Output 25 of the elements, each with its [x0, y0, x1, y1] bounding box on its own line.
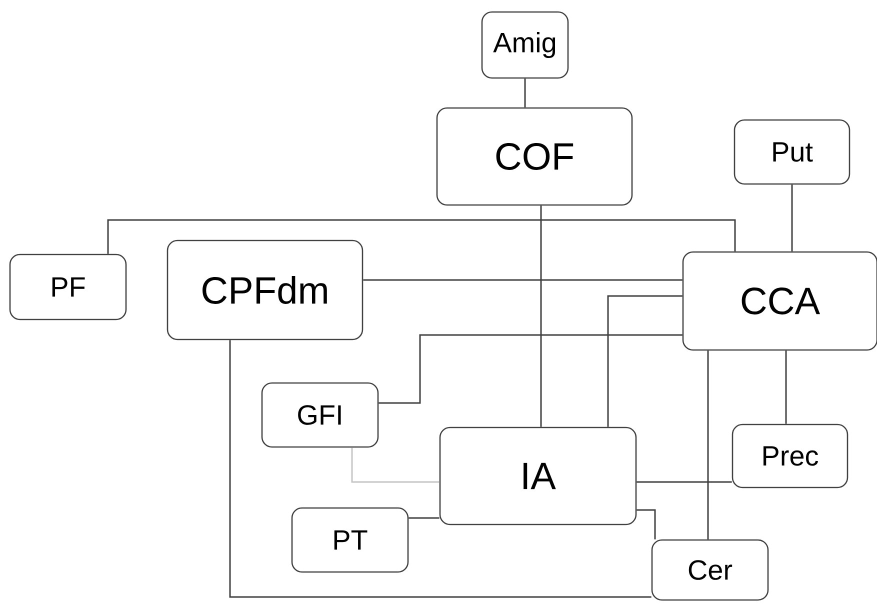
connector-line	[378, 334, 682, 404]
connector-line	[229, 340, 652, 598]
connector-line	[785, 350, 787, 424]
node-box: Cer	[651, 539, 769, 601]
connector-line	[707, 350, 709, 540]
node-box: PT	[291, 507, 409, 573]
node-box: IA	[439, 426, 637, 526]
connector-line	[607, 295, 682, 427]
connector-line	[636, 481, 732, 483]
node-box: COF	[436, 107, 633, 206]
connector-line	[636, 509, 656, 540]
connector-line	[363, 279, 682, 281]
connector-line	[540, 206, 542, 427]
node-box: Put	[734, 119, 850, 185]
node-box: PF	[9, 254, 127, 320]
node-box: GFI	[261, 382, 379, 448]
connector-line	[791, 184, 793, 252]
node-box: CCA	[682, 251, 877, 351]
connector-line	[524, 78, 526, 108]
node-box: Amig	[481, 11, 569, 79]
connector-line	[107, 219, 736, 254]
node-box: Prec	[732, 424, 848, 488]
connector-line	[351, 448, 440, 483]
node-box: CPFdm	[166, 240, 364, 340]
connector-line	[408, 517, 440, 519]
